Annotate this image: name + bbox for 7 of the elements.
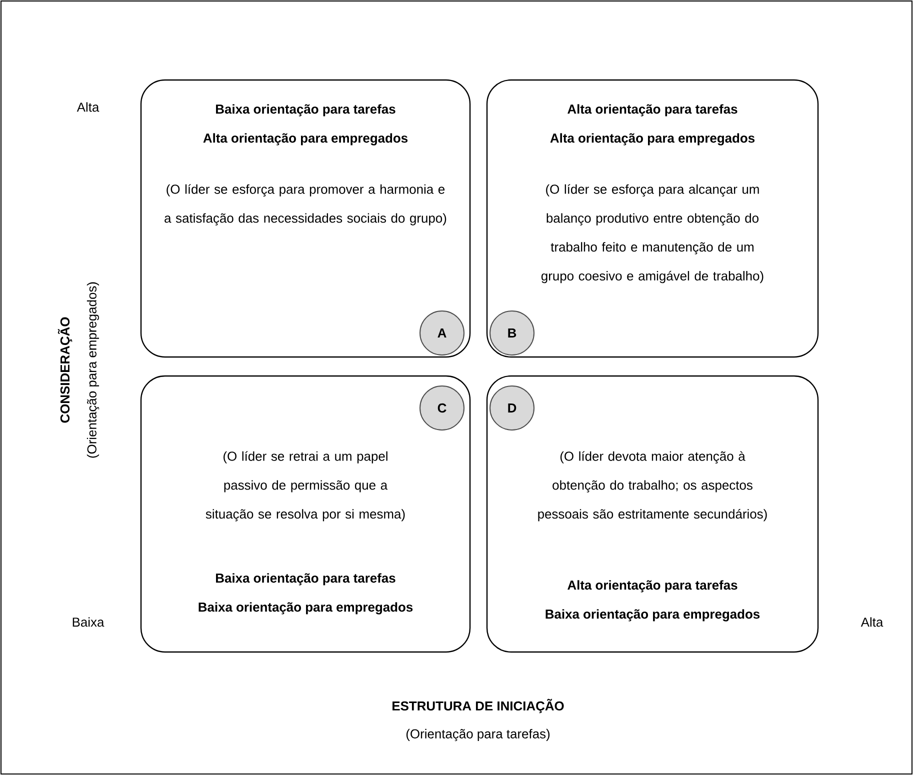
axis-subtitle: (Orientação para empregados) <box>86 282 100 458</box>
axis-level-label: Alta <box>76 102 100 112</box>
axis-level-label: Alta <box>860 617 884 627</box>
axis-title: ESTRUTURA DE INICIAÇÃO <box>392 698 564 714</box>
axis-title: CONSIDERAÇÃO <box>58 317 72 423</box>
axis-level-label: Baixa <box>72 617 104 627</box>
axis-subtitle: (Orientação para tarefas) <box>406 728 550 742</box>
